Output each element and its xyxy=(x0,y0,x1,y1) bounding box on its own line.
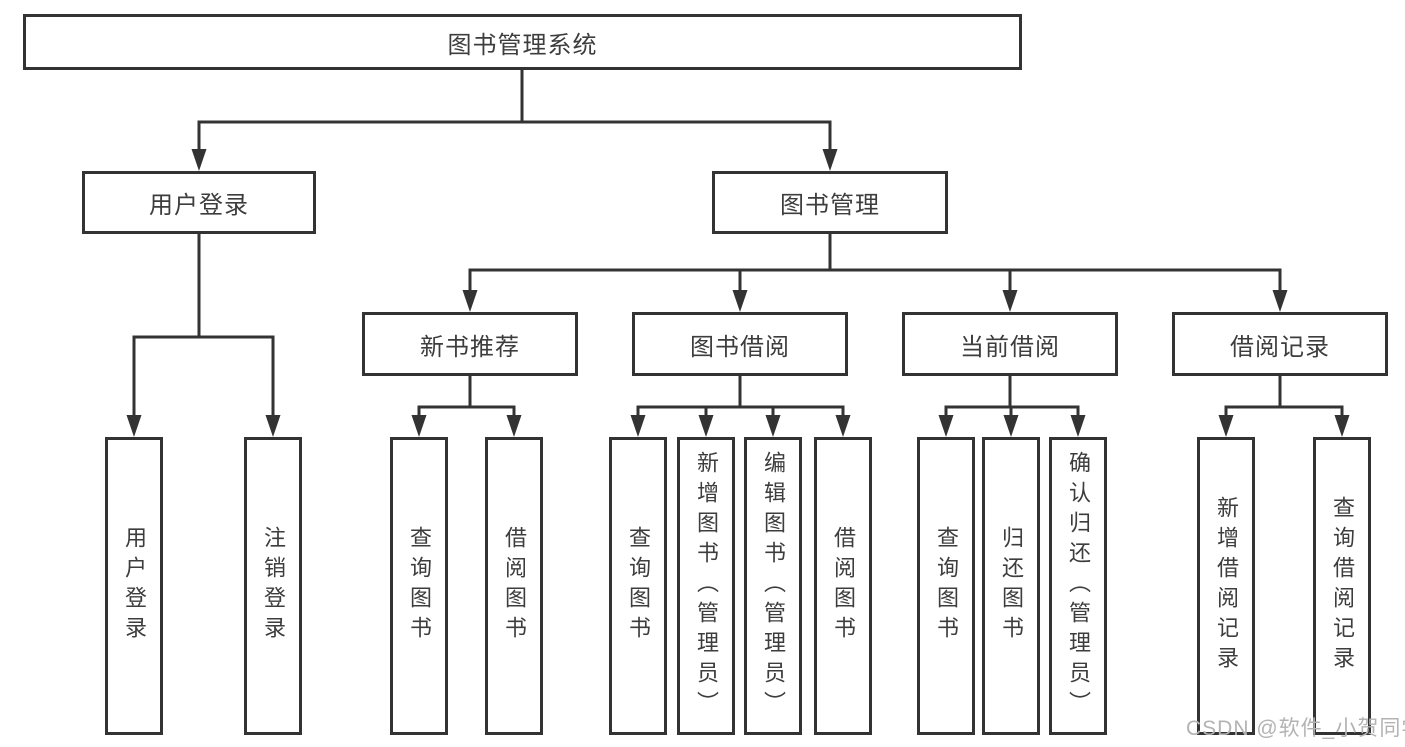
node-borrowing-records: 借阅记录 xyxy=(1172,312,1388,376)
leaf-user-login: 用户登录 xyxy=(105,437,163,735)
node-label: 确认归还（管理员） xyxy=(1066,451,1091,721)
node-label: 用户登录 xyxy=(149,192,249,219)
node-new-book-recommend: 新书推荐 xyxy=(362,312,578,376)
arrowheads xyxy=(126,149,1350,437)
leaf-confirm-return-admin: 确认归还（管理员） xyxy=(1049,437,1107,735)
node-label: 注销登录 xyxy=(261,526,286,646)
node-label: 图书管理 xyxy=(780,192,880,219)
leaf-query-books-current: 查询图书 xyxy=(917,437,975,735)
node-label: 当前借阅 xyxy=(960,333,1060,361)
node-label: 新增图书（管理员） xyxy=(694,451,719,721)
node-label: 归还图书 xyxy=(999,526,1024,646)
node-book-borrowing: 图书借阅 xyxy=(632,312,848,376)
leaf-borrow-books-recommend: 借阅图书 xyxy=(485,437,543,735)
node-label: 借阅图书 xyxy=(502,526,527,646)
node-label: 编辑图书（管理员） xyxy=(761,451,786,721)
node-label: 图书管理系统 xyxy=(447,31,598,59)
node-label: 查询图书 xyxy=(934,526,959,646)
leaf-borrow-books: 借阅图书 xyxy=(814,437,872,735)
node-label: 查询借阅记录 xyxy=(1330,496,1355,676)
leaf-query-books-borrowing: 查询图书 xyxy=(609,437,667,735)
leaf-query-books-recommend: 查询图书 xyxy=(390,437,448,735)
node-user-login: 用户登录 xyxy=(82,171,316,234)
leaf-edit-book-admin: 编辑图书（管理员） xyxy=(744,437,802,735)
node-current-borrowing: 当前借阅 xyxy=(902,312,1118,376)
leaf-add-book-admin: 新增图书（管理员） xyxy=(677,437,735,735)
leaf-logout: 注销登录 xyxy=(244,437,302,735)
node-label: 图书借阅 xyxy=(690,333,790,361)
csdn-watermark: CSDN @软件_小贺同学 xyxy=(1186,717,1405,740)
node-book-management: 图书管理 xyxy=(712,171,948,234)
node-label: 用户登录 xyxy=(122,526,147,646)
node-label: 新增借阅记录 xyxy=(1214,496,1239,676)
node-library-management-system: 图书管理系统 xyxy=(23,14,1022,70)
node-label: 查询图书 xyxy=(407,526,432,646)
node-label: 查询图书 xyxy=(626,526,651,646)
node-label: 借阅图书 xyxy=(831,526,856,646)
leaf-query-borrow-record: 查询借阅记录 xyxy=(1313,437,1371,735)
node-label: 借阅记录 xyxy=(1230,333,1330,361)
leaf-return-book: 归还图书 xyxy=(982,437,1040,735)
node-label: 新书推荐 xyxy=(420,333,520,361)
leaf-add-borrow-record: 新增借阅记录 xyxy=(1197,437,1255,735)
